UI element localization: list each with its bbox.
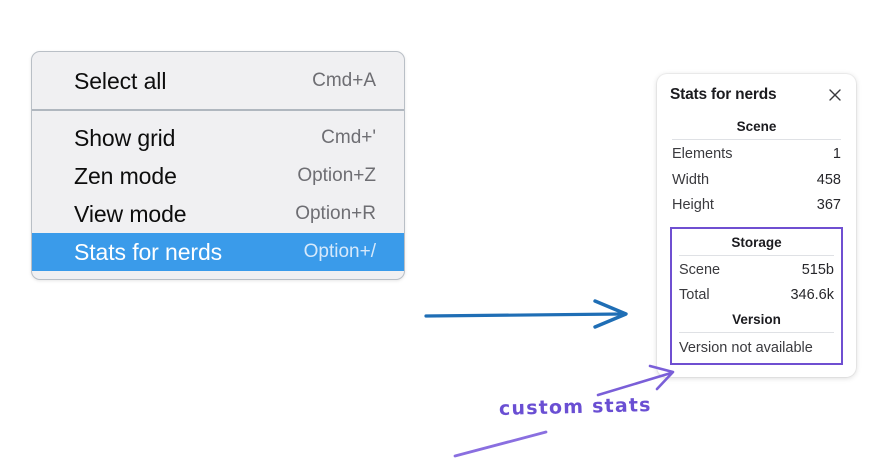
stats-for-nerds-panel: Stats for nerds Scene Elements 1 Width 4…: [657, 74, 856, 377]
stat-row: Elements 1: [670, 142, 843, 168]
stat-label: Total: [679, 287, 710, 304]
section-divider: [672, 139, 841, 140]
menu-item-shortcut: Option+Z: [297, 165, 376, 186]
menu-item-shortcut: Option+/: [303, 241, 376, 262]
stat-row: Width 458: [670, 168, 843, 194]
menu-item-label: Zen mode: [74, 162, 177, 189]
section-version: Version Version not available: [677, 309, 836, 358]
section-storage: Storage Scene 515b Total 346.6k: [677, 232, 836, 309]
menu-item-stats-for-nerds[interactable]: Stats for nerds Option+/: [32, 233, 404, 271]
menu-item-label: Select all: [74, 67, 167, 94]
stat-row: Scene 515b: [677, 258, 836, 284]
menu-item-label: Stats for nerds: [74, 238, 223, 265]
section-scene: Scene Elements 1 Width 458 Height 367: [670, 118, 843, 219]
stat-value: 367: [816, 197, 841, 214]
menu-separator: [32, 109, 404, 111]
stat-value: 515b: [801, 261, 834, 278]
stat-row: Height 367: [670, 193, 843, 219]
stat-label: Elements: [672, 146, 733, 162]
stat-label: Width: [672, 171, 710, 188]
custom-stats-annotation-label: custom stats: [498, 394, 652, 420]
menu-item-shortcut: Option+R: [295, 203, 376, 224]
blue-arrow-annotation: [424, 299, 628, 329]
menu-item-shortcut: Cmd+': [321, 127, 376, 148]
panel-title: Stats for nerds: [670, 86, 777, 103]
custom-stats-highlight-box: Storage Scene 515b Total 346.6k Version …: [670, 226, 843, 365]
menu-item-zen-mode[interactable]: Zen mode Option+Z: [32, 157, 404, 195]
stat-value: 458: [816, 171, 841, 188]
version-note: Version not available: [679, 339, 813, 356]
stat-value: 346.6k: [790, 287, 834, 304]
menu-group-2: Show grid Cmd+' Zen mode Option+Z View m…: [32, 111, 404, 279]
menu-item-show-grid[interactable]: Show grid Cmd+': [32, 119, 404, 157]
stat-label: Height: [672, 197, 714, 214]
stat-value: 1: [832, 146, 841, 162]
stat-label: Scene: [679, 261, 721, 278]
section-divider: [679, 331, 834, 333]
menu-item-shortcut: Cmd+A: [312, 70, 376, 91]
section-divider: [679, 254, 834, 256]
menu-item-label: View mode: [74, 200, 187, 227]
section-heading: Scene: [736, 119, 777, 134]
canvas-context-menu[interactable]: Select all Cmd+A Show grid Cmd+' Zen mod…: [31, 51, 405, 280]
close-icon[interactable]: [827, 87, 843, 103]
stat-row: Total 346.6k: [677, 283, 836, 309]
section-heading: Version: [732, 311, 781, 327]
panel-header: Stats for nerds: [670, 86, 843, 104]
menu-group-1: Select all Cmd+A: [32, 52, 404, 109]
section-heading: Storage: [731, 234, 782, 250]
menu-item-select-all[interactable]: Select all Cmd+A: [32, 62, 404, 100]
menu-item-view-mode[interactable]: View mode Option+R: [32, 195, 404, 233]
purple-underline-stroke: [453, 430, 548, 458]
menu-item-label: Show grid: [74, 124, 176, 151]
